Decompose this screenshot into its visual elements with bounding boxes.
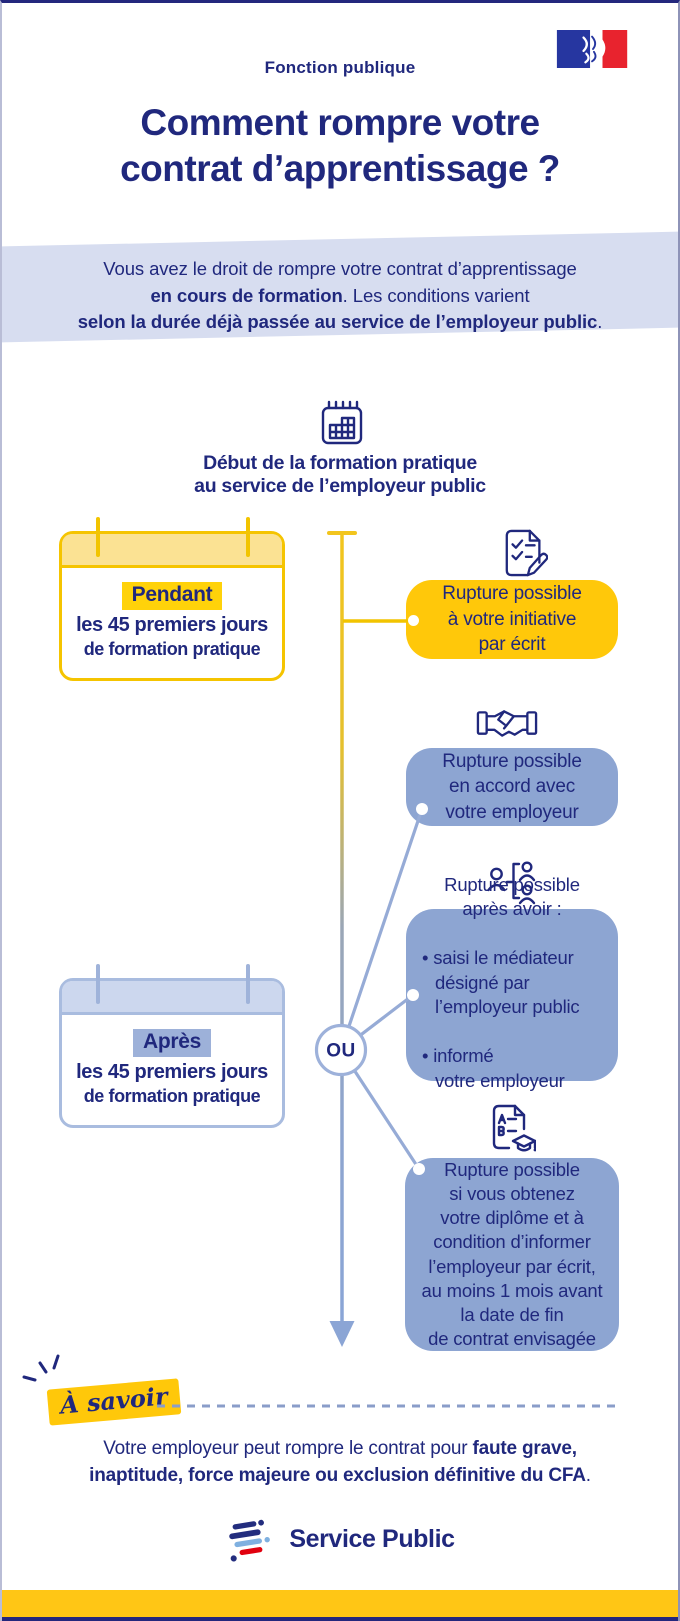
document-check-pencil-icon — [505, 529, 548, 577]
bubble-rupture-mediateur: Rupture possible après avoir : • saisi l… — [406, 874, 618, 1091]
bubble-text: Rupture possible si vous obtenez votre d… — [421, 1158, 603, 1350]
connector-mediateur — [340, 993, 414, 1052]
card-pendant-45-jours: Pendant les 45 premiers jours de formati… — [59, 517, 285, 681]
diploma-graduation-icon — [492, 1104, 536, 1152]
handshake-icon — [476, 710, 538, 737]
calendar-post-icon — [96, 517, 100, 557]
bubble-bullets: • saisi le médiateur désigné par l’emplo… — [406, 922, 580, 1118]
calendar-post-icon — [246, 964, 250, 1004]
note-line1: Votre employeur peut rompre le contrat p… — [103, 1438, 473, 1459]
intro-line2-bold: en cours de formation — [150, 284, 343, 306]
period-tag: Après — [132, 1029, 212, 1057]
bubble-head: Rupture possible après avoir : — [444, 873, 580, 920]
bubble-text: Rupture possible en accord avec votre em… — [442, 750, 582, 823]
timeline-heading: Début de la formation pratique au servic… — [194, 452, 486, 497]
period-tag: Pendant — [121, 582, 223, 610]
bubble-rupture-diplome: Rupture possible si vous obtenez votre d… — [405, 1158, 619, 1351]
ou-label: OU — [326, 1041, 356, 1062]
period-line1: les 45 premiers jours — [76, 614, 268, 636]
mediator-people-icon — [487, 861, 536, 905]
bullet-item: • saisi le médiateur désigné par l’emplo… — [422, 947, 580, 1017]
bubble-text: Rupture possible à votre initiative par … — [442, 583, 582, 656]
service-public-logo: Service Public — [2, 1515, 678, 1563]
period-line1: les 45 premiers jours — [76, 1061, 268, 1083]
timeline-arrowhead-icon — [329, 1321, 355, 1347]
calendar-post-icon — [96, 964, 100, 1004]
bottom-navy-border — [2, 1617, 678, 1621]
intro-line1: Vous avez le droit de rompre votre contr… — [103, 258, 577, 279]
bubble-rupture-initiative: Rupture possible à votre initiative par … — [406, 580, 618, 659]
period-line2: de formation pratique — [83, 1086, 261, 1106]
card-apres-45-jours: Après les 45 premiers jours de formation… — [59, 964, 285, 1128]
calendar-post-icon — [246, 517, 250, 557]
french-republic-flag-icon — [556, 30, 628, 68]
note-text: Votre employeur peut rompre le contrat p… — [89, 1438, 591, 1486]
note-line2-bold: inaptitude, force majeure ou exclusion d… — [89, 1464, 586, 1486]
intro-text: Vous avez le droit de rompre votre contr… — [77, 258, 603, 332]
bubble-rupture-accord: Rupture possible en accord avec votre em… — [406, 748, 618, 826]
emphasis-rays-icon — [22, 1354, 60, 1382]
bottom-yellow-bar — [2, 1590, 678, 1617]
a-savoir-tag: À savoir — [46, 1378, 182, 1426]
intro-line3-bold: selon la durée déjà passée au service de… — [77, 311, 598, 332]
service-public-mark-icon — [229, 1519, 271, 1562]
period-line2: de formation pratique — [83, 639, 261, 659]
calendar-icon — [321, 400, 363, 445]
service-public-wordmark: Service Public — [289, 1524, 455, 1553]
kicker: Fonction publique — [264, 58, 416, 77]
ou-circle — [314, 1023, 368, 1077]
page-title: Comment rompre votre contrat d’apprentis… — [120, 102, 560, 189]
bullet-item: • informé votre employeur — [422, 1045, 565, 1091]
